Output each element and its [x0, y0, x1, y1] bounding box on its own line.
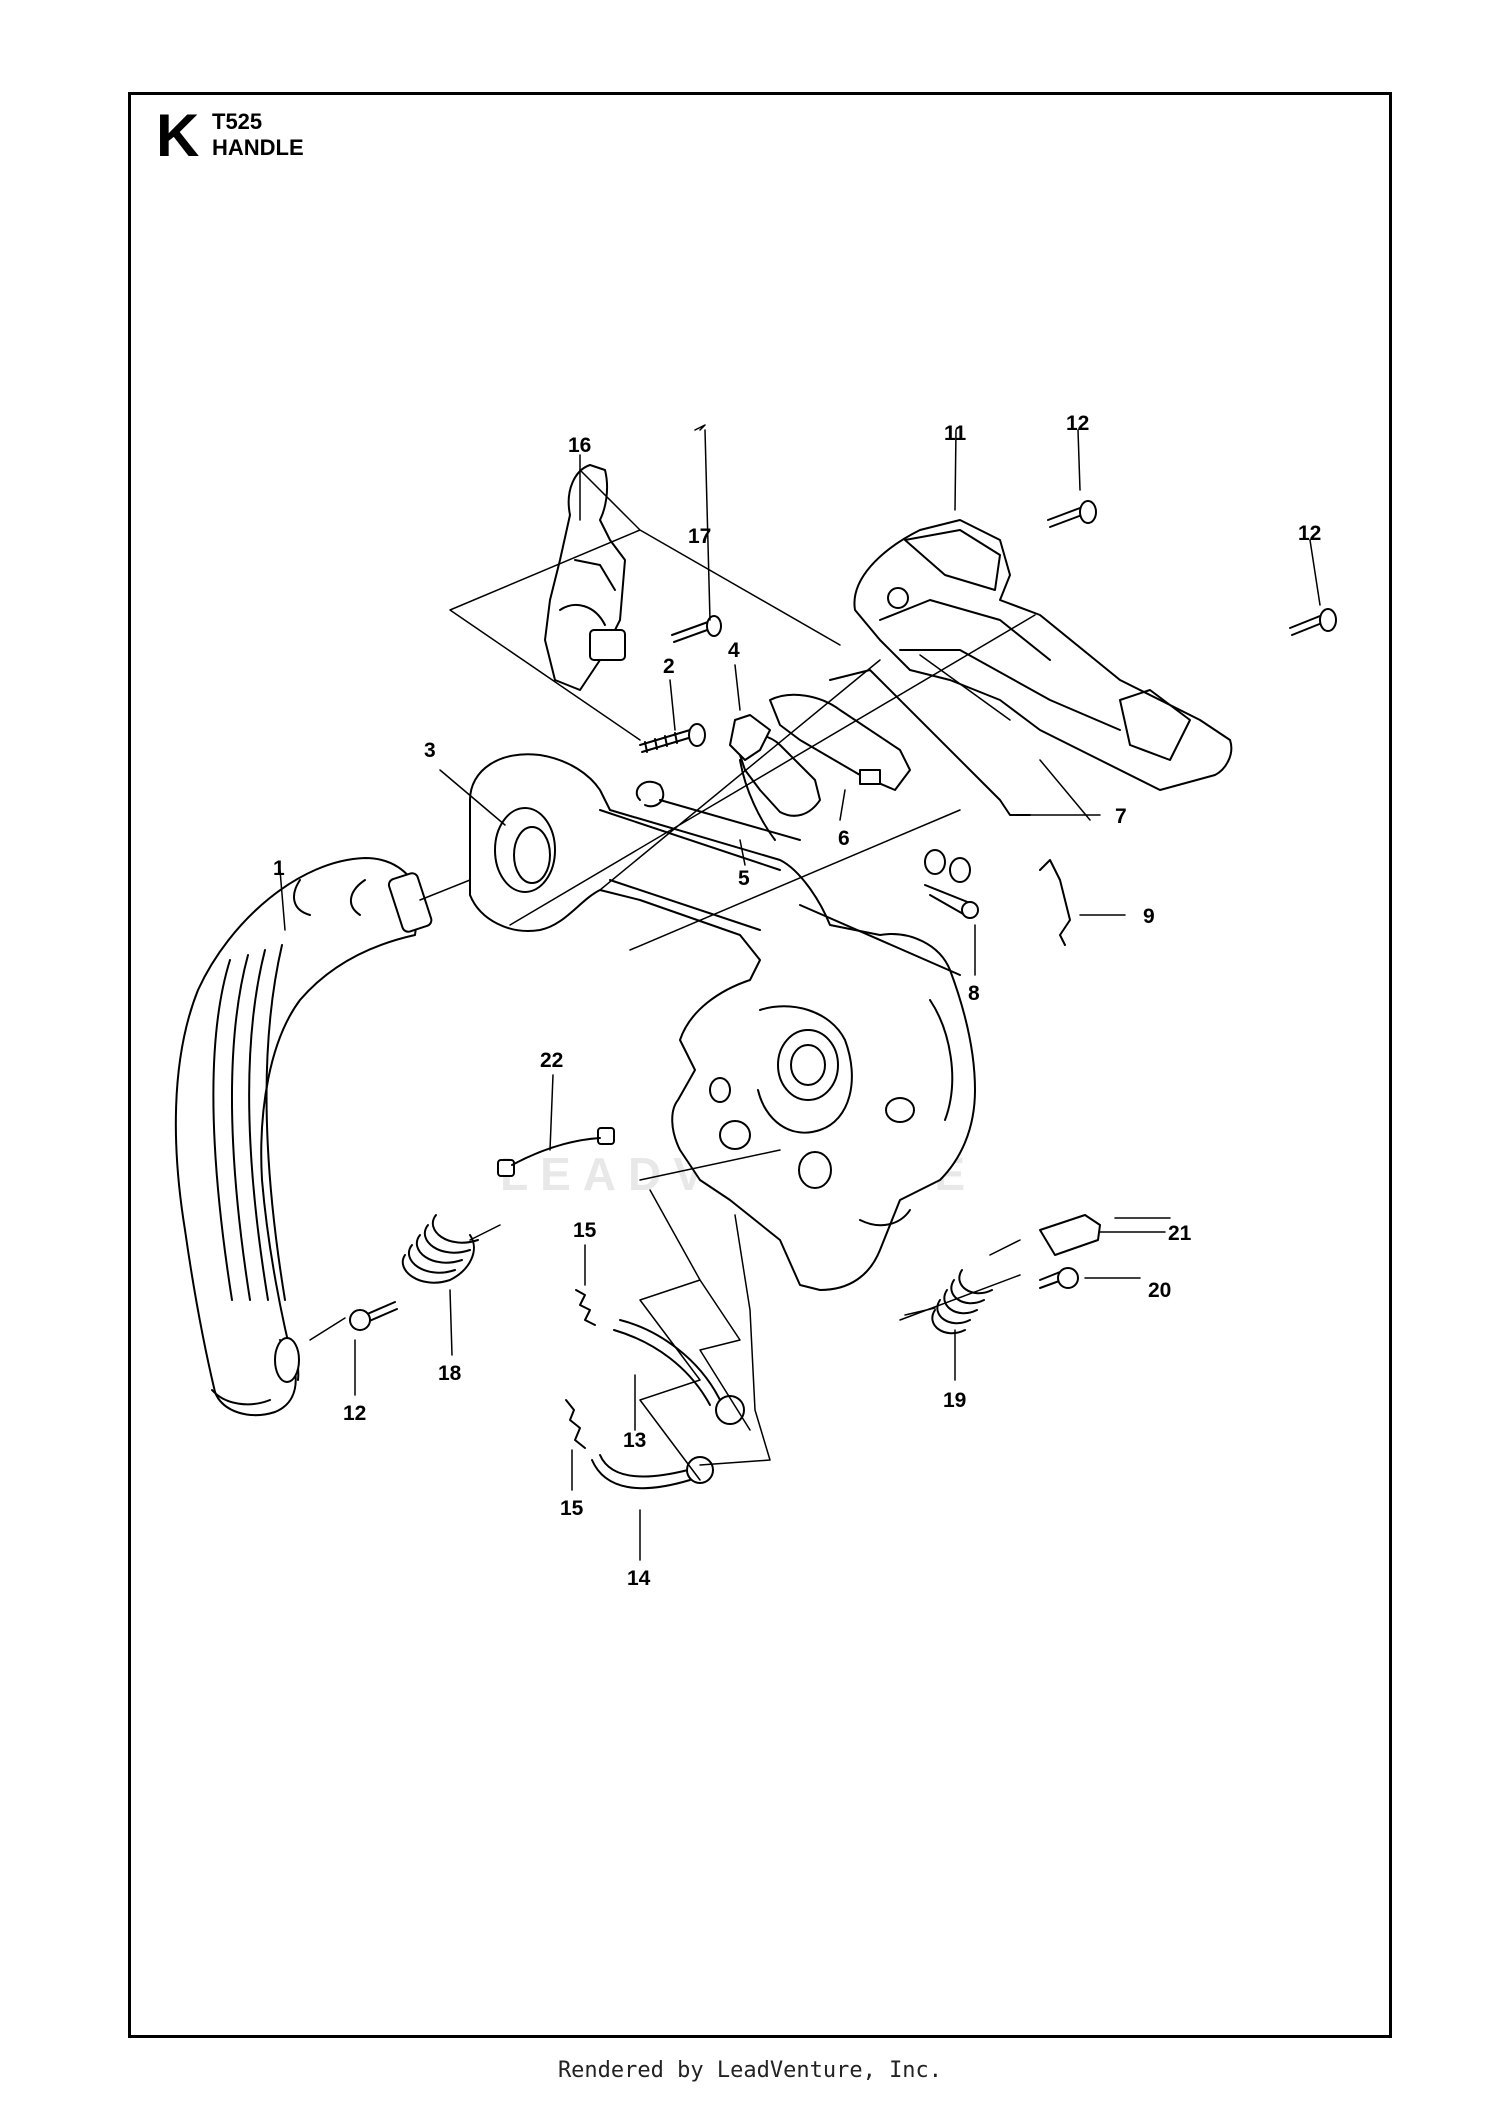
- diagram-frame: [128, 92, 1392, 2038]
- assembly-lines: [309, 469, 1171, 1481]
- callout-14: 14: [627, 1567, 651, 1590]
- part-pin-21[interactable]: [1039, 1214, 1101, 1256]
- part-hose-14[interactable]: [591, 1454, 714, 1490]
- callout-19: 19: [943, 1389, 966, 1412]
- callout-18: 18: [438, 1362, 462, 1385]
- callout-15-top: 15: [573, 1219, 597, 1242]
- callout-9: 9: [1143, 905, 1155, 928]
- callout-11: 11: [944, 422, 967, 445]
- callout-13: 13: [623, 1429, 646, 1452]
- part-anti-vibe-spring[interactable]: [401, 1214, 479, 1284]
- part-wire[interactable]: [1039, 859, 1071, 946]
- callout-8: 8: [968, 982, 980, 1005]
- part-hose-13[interactable]: [613, 1319, 745, 1425]
- callout-12-right: 12: [1298, 522, 1321, 545]
- part-handle-housing[interactable]: [469, 753, 976, 1291]
- part-anti-vibe-spring-rear[interactable]: [931, 1269, 993, 1335]
- callout-17: 17: [688, 525, 711, 548]
- callout-7: 7: [1115, 805, 1127, 828]
- part-screw-12-right[interactable]: [1289, 608, 1337, 636]
- part-screw-20[interactable]: [1039, 1267, 1079, 1289]
- model-number: T525: [212, 109, 263, 134]
- diagram-title: HANDLE: [212, 135, 304, 160]
- callout-12-top: 12: [1066, 412, 1089, 435]
- section-letter: K: [156, 102, 200, 169]
- part-throttle-trigger[interactable]: [734, 693, 911, 817]
- part-connector-15b[interactable]: [565, 1399, 586, 1449]
- callout-4: 4: [728, 639, 740, 662]
- callout-21: 21: [1168, 1222, 1192, 1245]
- part-spring[interactable]: [635, 780, 801, 841]
- part-screw-17[interactable]: [671, 615, 722, 643]
- callout-5: 5: [738, 867, 750, 890]
- callout-20: 20: [1148, 1279, 1171, 1302]
- part-lever[interactable]: [729, 714, 776, 841]
- part-front-handle[interactable]: [174, 857, 433, 1417]
- callout-3: 3: [424, 739, 436, 762]
- part-screw-2[interactable]: [639, 723, 706, 753]
- callout-22: 22: [540, 1049, 563, 1072]
- callout-6: 6: [838, 827, 850, 850]
- callout-16: 16: [568, 434, 591, 457]
- part-link[interactable]: [924, 849, 979, 919]
- part-screw-12-top[interactable]: [1047, 500, 1097, 528]
- part-cable[interactable]: [497, 1127, 615, 1177]
- part-screw-12-bottom[interactable]: [349, 1301, 398, 1331]
- part-connector-15a[interactable]: [575, 1289, 596, 1326]
- callout-2: 2: [663, 655, 675, 678]
- part-rod[interactable]: [829, 669, 1031, 816]
- part-throttle-lock[interactable]: [544, 464, 626, 691]
- callout-12-bottom: 12: [343, 1402, 366, 1425]
- footer-credit: Rendered by LeadVenture, Inc.: [557, 2058, 943, 2083]
- leader-lines: [279, 424, 1321, 1561]
- callout-1: 1: [273, 857, 285, 880]
- callouts: 1 2 3 4 5 6 7 8 9 11 12 12 12 13 14 15 1…: [273, 412, 1321, 1590]
- callout-15-bottom: 15: [560, 1497, 584, 1520]
- part-rear-handle-cover[interactable]: [853, 519, 1233, 791]
